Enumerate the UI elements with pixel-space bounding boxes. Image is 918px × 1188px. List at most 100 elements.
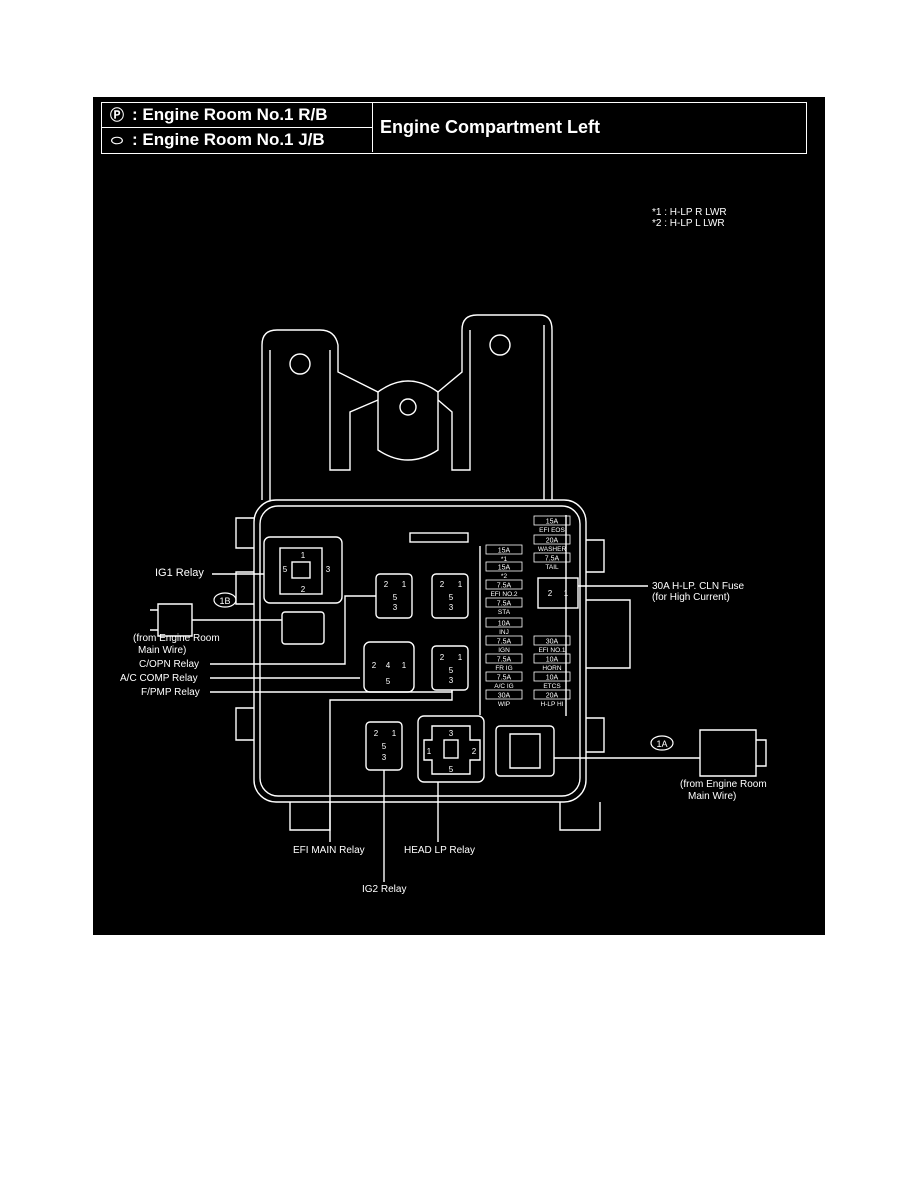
ac-comp-pin-4: 4 xyxy=(386,661,391,670)
fuse-2-name: WASHER xyxy=(538,546,567,553)
right-tab-2 xyxy=(586,599,631,669)
c-opn-pin-1: 1 xyxy=(402,580,407,589)
c-opn-pin-3: 3 xyxy=(393,603,398,612)
fuse-2-amp: 20A xyxy=(546,538,559,545)
fuse-8-amp: 10A xyxy=(498,621,511,628)
fuse-4-outline xyxy=(485,544,523,555)
fuse-box-outline xyxy=(253,499,587,803)
connector-1a-id: 1A xyxy=(656,739,667,749)
fuse-15-outline xyxy=(485,689,523,700)
bracket-inner-right xyxy=(437,325,545,500)
ig1-relay-core xyxy=(291,561,311,579)
fuse-16-name: H-LP HI xyxy=(541,701,564,708)
f-pmp-pin-1: 1 xyxy=(458,653,463,662)
connector-1b-id: 1B xyxy=(219,596,230,606)
ig2-pin-3: 3 xyxy=(382,753,387,762)
fuse-13-name: A/C IG xyxy=(494,683,514,690)
connector-1a-oval xyxy=(650,735,674,751)
bracket-hole-left xyxy=(289,353,311,375)
label-from-engine-room-1a-line2: Main Wire) xyxy=(688,791,737,802)
ac-comp-pin-5: 5 xyxy=(386,677,391,686)
label-hlp-cln-fuse-line2: (for High Current) xyxy=(652,592,730,603)
left-tab-3 xyxy=(235,707,254,741)
head-lp-relay-socket xyxy=(417,715,485,783)
cln-fuse-pin-2: 2 xyxy=(548,589,553,598)
ac-comp-pin-2: 2 xyxy=(372,661,377,670)
legend-jb-label: : Engine Room No.1 J/B xyxy=(132,130,325,149)
right-tab-1 xyxy=(586,539,605,573)
fuse-10-amp: 30A xyxy=(546,639,559,646)
f-pmp-relay-socket xyxy=(431,645,469,691)
note-2: *2 : H-LP L LWR xyxy=(652,218,725,229)
c-opn-pin-2: 2 xyxy=(384,580,389,589)
bracket-hole-center xyxy=(399,398,417,416)
fuse-5-name: *2 xyxy=(501,573,508,580)
fuse-4-amp: 15A xyxy=(498,548,511,555)
head-lp-relay-body xyxy=(423,725,481,775)
fuse-box-inner xyxy=(259,505,581,797)
fuse-9-outline xyxy=(485,635,523,646)
top-right-pin-1: 1 xyxy=(458,580,463,589)
f-pmp-pin-3: 3 xyxy=(449,676,454,685)
ig1-pin-2: 2 xyxy=(301,585,306,594)
head-lp-relay-core xyxy=(443,739,459,759)
jb-symbol-icon: ⬭ xyxy=(111,132,123,148)
head-lp-pin-5: 5 xyxy=(449,765,454,774)
connector-1b-oval xyxy=(213,592,237,608)
head-lp-pin-1: 1 xyxy=(427,747,432,756)
page-title: Engine Compartment Left xyxy=(380,117,601,137)
fuse-15-name: WIP xyxy=(498,701,510,708)
ig1-pin-3: 3 xyxy=(326,565,331,574)
fuse-7-outline xyxy=(485,597,523,608)
label-ac-comp-relay: A/C COMP Relay xyxy=(120,673,198,684)
fuse-3-outline xyxy=(533,552,571,563)
fuse-12-name: FR IG xyxy=(495,665,512,672)
fuse-12-amp: 7.5A xyxy=(497,657,512,664)
efi-main-socket xyxy=(495,725,555,777)
fuse-16-outline xyxy=(533,689,571,700)
f-pmp-pin-2: 2 xyxy=(440,653,445,662)
fuse-1-amp: 15A xyxy=(546,519,559,526)
legend-rb-row: Ⓟ : Engine Room No.1 R/B xyxy=(102,103,373,128)
right-tab-3 xyxy=(586,717,605,753)
label-hlp-cln-fuse-line1: 30A H-LP. CLN Fuse xyxy=(652,581,745,592)
fuse-8-outline xyxy=(485,617,523,628)
label-ig1-relay: IG1 Relay xyxy=(155,567,204,579)
label-c-opn-relay: C/OPN Relay xyxy=(139,659,200,670)
fuse-3-name: TAIL xyxy=(545,564,559,571)
fuse-8-name: INJ xyxy=(499,629,509,636)
fuse-6-name: EFI NO.2 xyxy=(490,591,517,598)
fuse-2-outline xyxy=(533,534,571,545)
fuse-5-outline xyxy=(485,561,523,572)
connector-1a-plug xyxy=(699,729,767,777)
legend-header: Ⓟ : Engine Room No.1 R/B ⬭ : Engine Room N… xyxy=(101,102,807,154)
efi-main-body xyxy=(509,733,541,769)
fuse-6-outline xyxy=(485,579,523,590)
label-from-engine-room-1b-line1: (from Engine Room xyxy=(133,633,220,644)
fuse-7-name: STA xyxy=(498,609,511,616)
leader-c-opn xyxy=(210,595,376,665)
fuse-13-amp: 7.5A xyxy=(497,675,512,682)
fuse-15-amp: 30A xyxy=(498,693,511,700)
fuse-4-name: *1 xyxy=(501,556,508,563)
rb-symbol-icon: Ⓟ xyxy=(110,107,124,123)
fuse-16-amp: 20A xyxy=(546,693,559,700)
bracket-center-boss xyxy=(377,392,439,461)
fuse-1-outline xyxy=(533,515,571,526)
legend-rb-label: : Engine Room No.1 R/B xyxy=(132,105,328,124)
ac-comp-pin-1: 1 xyxy=(402,661,407,670)
head-lp-pin-3: 3 xyxy=(449,729,454,738)
cln-fuse-pin-1: 1 xyxy=(564,589,569,598)
left-tab-2 xyxy=(235,571,254,605)
label-f-pmp-relay: F/PMP Relay xyxy=(141,687,200,698)
fuse-10-name: EFI NO.1 xyxy=(538,647,565,654)
label-efi-main-relay: EFI MAIN Relay xyxy=(293,845,365,856)
ig1-pin-5: 5 xyxy=(283,565,288,574)
fuse-12-outline xyxy=(485,653,523,664)
fuse-1-name: EFI EOS xyxy=(539,527,565,534)
fuse-11-name: HORN xyxy=(542,665,561,672)
fuse-column-bracket xyxy=(479,515,567,716)
fuse-10-outline xyxy=(533,635,571,646)
